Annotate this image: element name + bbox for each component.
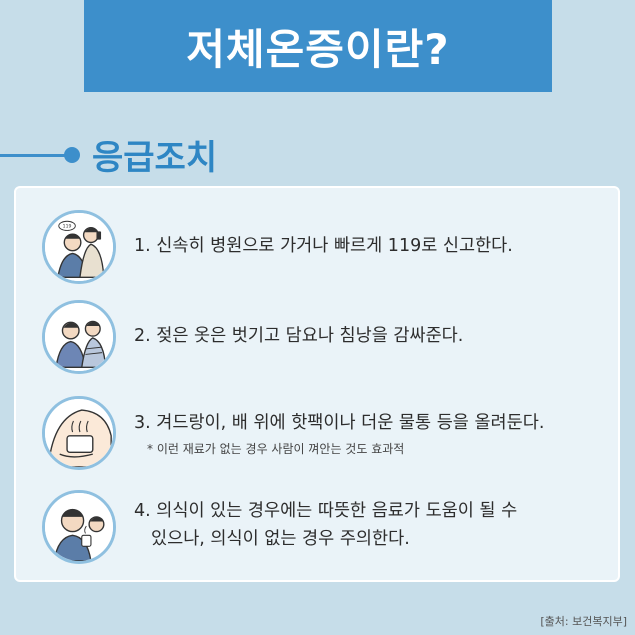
steps-panel: 119 1. 신속히 병원으로 가거나 빠르게 119로 신고한다. 2. 젖은… <box>14 186 620 582</box>
step-1-text: 1. 신속히 병원으로 가거나 빠르게 119로 신고한다. <box>134 236 513 256</box>
svg-text:119: 119 <box>63 224 72 230</box>
people-calling-icon: 119 <box>42 210 116 284</box>
step-4-text-line2: 있으나, 의식이 없는 경우 주의한다. <box>151 529 410 549</box>
section-title: 응급조치 <box>92 138 218 178</box>
step-3-note: * 이런 재료가 없는 경우 사람이 껴안는 것도 효과적 <box>147 442 405 456</box>
source-credit: [출처: 보건복지부] <box>540 615 627 628</box>
warm-drink-icon <box>42 490 116 564</box>
section-divider-line <box>0 154 68 157</box>
section-bullet-dot <box>64 147 80 163</box>
step-3-text: 3. 겨드랑이, 배 위에 핫팩이나 더운 물통 등을 올려둔다. <box>134 413 545 433</box>
step-2-text: 2. 젖은 옷은 벗기고 담요나 침낭을 감싸준다. <box>134 326 464 346</box>
page-title: 저체온증이란? <box>186 24 450 74</box>
title-banner: 저체온증이란? <box>84 0 552 92</box>
step-4-text-line1: 4. 의식이 있는 경우에는 따뜻한 음료가 도움이 될 수 <box>134 501 518 521</box>
hot-pack-icon <box>42 396 116 470</box>
people-wrapping-icon <box>42 300 116 374</box>
